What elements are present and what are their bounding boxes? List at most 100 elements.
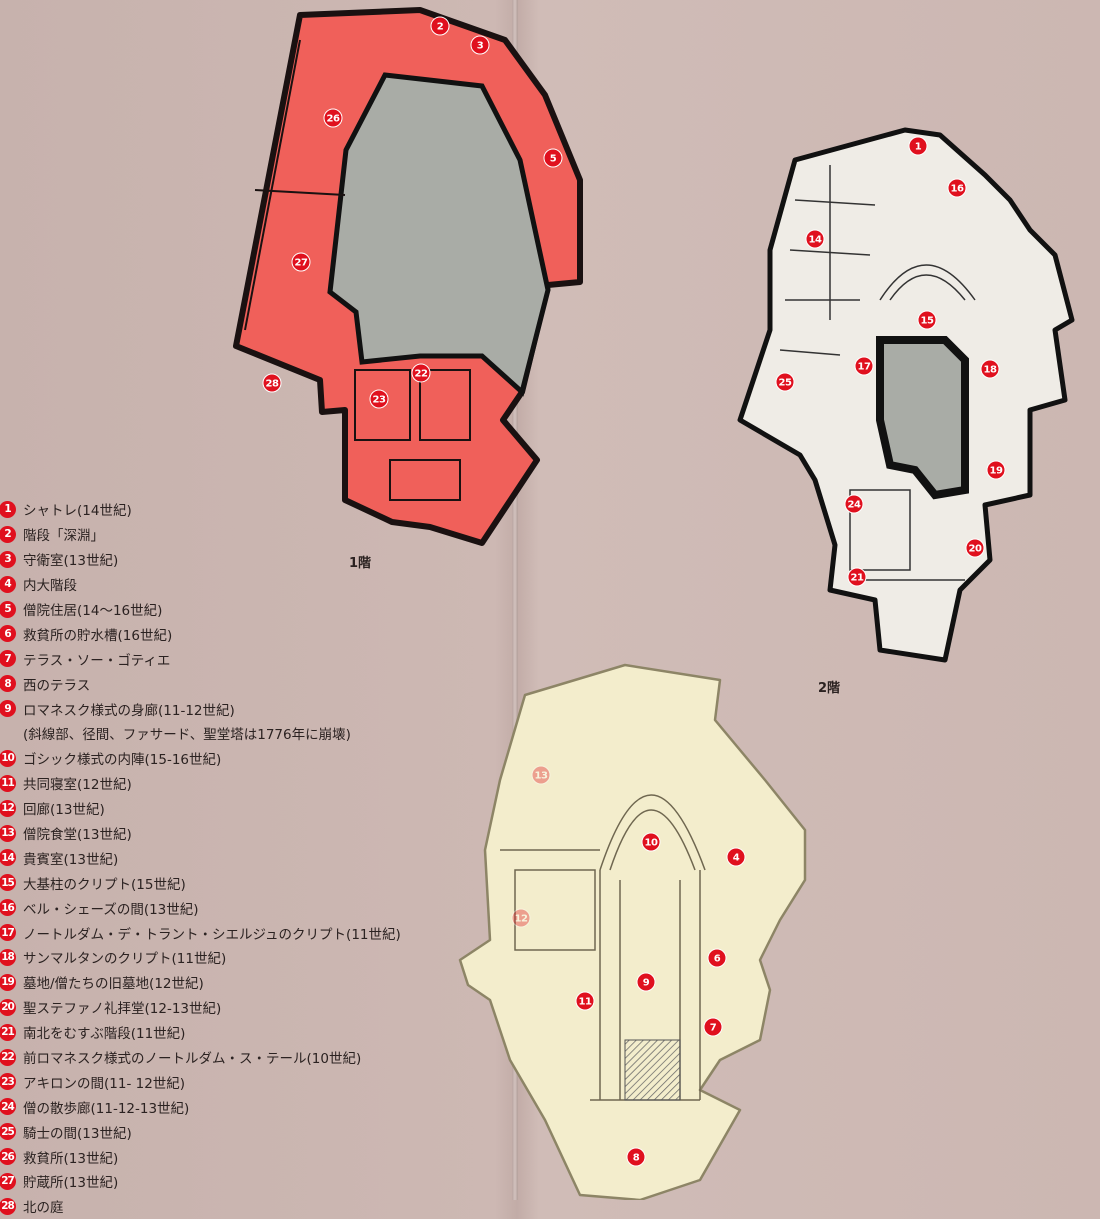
plan-marker: 9 — [636, 972, 656, 992]
legend-number-marker: 20 — [0, 998, 16, 1016]
legend-text: 救貧所(13世紀) — [23, 1150, 119, 1167]
marker-circle — [917, 310, 937, 330]
plan-marker: 13 — [531, 765, 551, 785]
marker-circle — [726, 847, 746, 867]
legend-text: 僧の散歩廊(11-12-13世紀) — [23, 1100, 190, 1117]
legend-text: 前ロマネスク様式のノートルダム・ス・テール(10世紀) — [23, 1051, 362, 1068]
legend-number-marker: 26 — [0, 1148, 16, 1166]
legend-text: 内大階段 — [23, 578, 77, 595]
marker-number: 20 — [969, 544, 982, 555]
marker-number: 9 — [643, 978, 650, 989]
marker-number: 14 — [809, 235, 822, 246]
legend-text: 騎士の間(13世紀) — [23, 1125, 132, 1142]
legend-text: アキロンの間(11- 12世紀) — [23, 1075, 186, 1092]
marker-number: 8 — [633, 1153, 640, 1164]
legend-item: 27 貯蔵所(13世紀) — [0, 1169, 401, 1194]
marker-circle — [847, 567, 867, 587]
marker-circle — [511, 908, 531, 928]
marker-number: 11 — [579, 997, 592, 1008]
plan-marker: 3 — [470, 35, 490, 55]
legend-text: 聖ステファノ礼拝堂(12-13世紀) — [23, 1001, 222, 1018]
legend-text: 大基柱のクリプト(15世紀) — [23, 876, 186, 893]
plan-marker: 17 — [854, 356, 874, 376]
marker-circle — [543, 148, 563, 168]
legend-number-marker: 21 — [0, 1023, 16, 1041]
legend-number-marker: 18 — [0, 948, 16, 966]
legend-item: 20 聖ステファノ礼拝堂(12-13世紀) — [0, 995, 401, 1020]
marker-number: 3 — [477, 41, 484, 52]
floor2-plan — [737, 127, 1075, 663]
floor1-court — [327, 72, 551, 397]
marker-circle — [323, 108, 343, 128]
marker-circle — [854, 356, 874, 376]
marker-circle — [575, 991, 595, 1011]
legend-item: 8 西のテラス — [0, 671, 401, 696]
marker-number: 19 — [990, 466, 1003, 477]
legend-item: 18 サンマルタンのクリプト(11世紀) — [0, 945, 401, 970]
floor1-plan — [233, 7, 583, 546]
marker-number: 16 — [951, 184, 964, 195]
marker-circle — [262, 373, 282, 393]
legend-number-marker: 13 — [0, 824, 16, 842]
marker-circle — [908, 136, 928, 156]
legend-text: 西のテラス — [23, 677, 91, 694]
legend-number-marker: 27 — [0, 1172, 16, 1190]
marker-number: 22 — [415, 369, 428, 380]
legend-text: シャトレ(14世紀) — [23, 503, 132, 520]
legend-number-marker: 9 — [0, 700, 16, 718]
marker-circle — [291, 252, 311, 272]
legend-number-marker: 28 — [0, 1197, 16, 1215]
marker-circle — [369, 389, 389, 409]
legend-number-marker: 3 — [0, 550, 16, 568]
marker-circle — [707, 948, 727, 968]
plan-marker: 27 — [291, 252, 311, 272]
marker-circle — [775, 372, 795, 392]
legend-text: 墓地/僧たちの旧墓地(12世紀) — [23, 976, 204, 993]
plan-marker: 18 — [980, 359, 1000, 379]
legend-text: (斜線部、径間、ファサード、聖堂塔は1776年に崩壊) — [23, 727, 351, 744]
legend-number-marker: 8 — [0, 675, 16, 693]
plan-marker: 6 — [707, 948, 727, 968]
plan-marker: 24 — [844, 494, 864, 514]
floor2-court — [876, 336, 969, 500]
plan-marker: 22 — [411, 363, 431, 383]
marker-number: 15 — [921, 316, 934, 327]
marker-circle — [703, 1017, 723, 1037]
legend-text: ベル・シェーズの間(13世紀) — [23, 901, 199, 918]
marker-number: 18 — [984, 365, 997, 376]
marker-circle — [965, 538, 985, 558]
legend-number-marker: 11 — [0, 774, 16, 792]
page-fold — [512, 0, 518, 1200]
legend-text: 僧院住居(14〜16世紀) — [23, 603, 163, 619]
marker-circle — [531, 765, 551, 785]
legend-text: 共同寝室(12世紀) — [23, 777, 132, 794]
legend-text: 南北をむすぶ階段(11世紀) — [23, 1026, 186, 1043]
legend-item: 11 共同寝室(12世紀) — [0, 771, 401, 796]
plan-marker: 16 — [947, 178, 967, 198]
marker-number: 27 — [295, 258, 308, 269]
floor3-plan — [458, 663, 807, 1200]
marker-circle — [626, 1147, 646, 1167]
legend-text: サンマルタンのクリプト(11世紀) — [23, 951, 227, 968]
marker-circle — [636, 972, 656, 992]
marker-number: 25 — [779, 378, 792, 389]
legend-number-marker: 2 — [0, 525, 16, 543]
marker-number: 13 — [535, 771, 548, 782]
marker-circle — [430, 16, 450, 36]
legend-text: 貯蔵所(13世紀) — [23, 1175, 119, 1192]
marker-circle — [980, 359, 1000, 379]
